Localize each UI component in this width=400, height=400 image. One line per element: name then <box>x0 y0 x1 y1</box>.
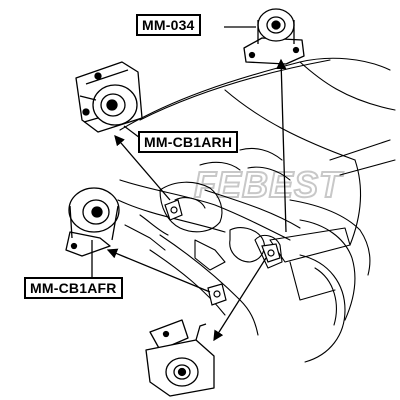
leader-mm-cb1arh <box>123 125 141 139</box>
callout-arrows <box>91 26 287 342</box>
mount-location-front <box>207 283 227 306</box>
mount-location-rear <box>164 199 183 221</box>
part-transmission-mount-drawing <box>145 319 215 397</box>
label-mm-034: MM-034 <box>136 14 201 36</box>
arrow-transmission-mount <box>213 257 267 342</box>
mount-location-center <box>261 243 281 263</box>
part-mm-cb1arh-drawing <box>75 61 143 133</box>
watermark-logo: FEBEST <box>194 164 344 205</box>
part-mm-034-drawing <box>243 8 305 65</box>
label-mm-cb1afr: MM-CB1AFR <box>24 277 123 299</box>
label-mm-cb1arh: MM-CB1ARH <box>138 131 239 153</box>
part-mm-cb1afr-drawing <box>65 187 120 257</box>
arrow-mm-cb1afr <box>106 248 211 293</box>
arrow-mm-cb1arh <box>114 135 171 201</box>
arrow-mm-034 <box>276 58 287 233</box>
car-body-outline <box>117 57 396 363</box>
